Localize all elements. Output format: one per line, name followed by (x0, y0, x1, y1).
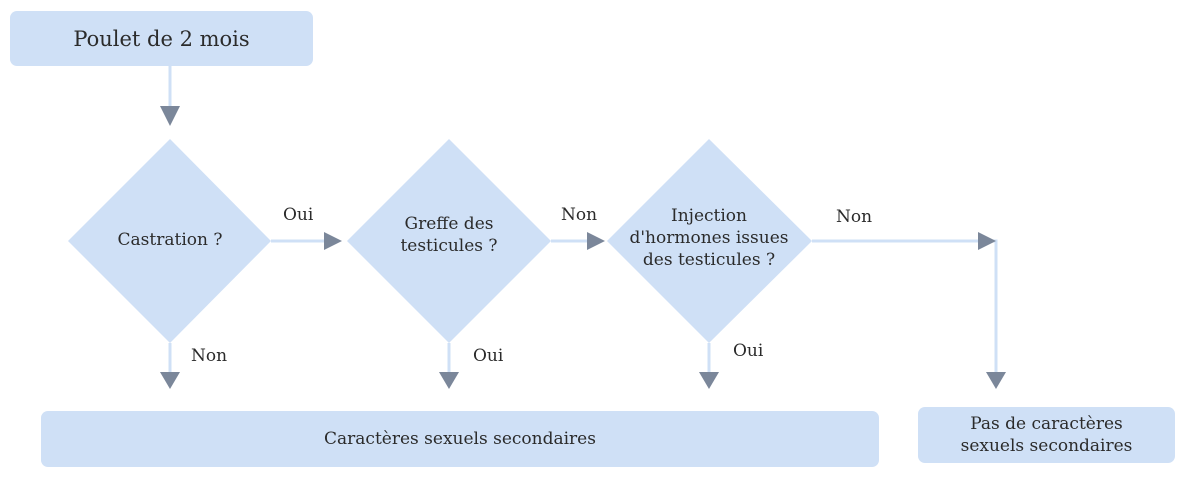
decision-injection-line2: d'hormones issues (629, 228, 789, 249)
edge-label-q1-to-q2: Oui (283, 205, 314, 225)
edge-label-q3-down: Oui (733, 341, 764, 361)
edge-label-q2-down: Oui (473, 346, 504, 366)
start-node: Poulet de 2 mois (10, 11, 313, 66)
arrow-q1-down (160, 372, 180, 389)
result-pas-de-caracteres: Pas de caractères sexuels secondaires (918, 407, 1175, 463)
decision-greffe (347, 139, 551, 343)
connector-corner-down (993, 239, 998, 374)
decision-injection-line3: des testicules ? (642, 250, 776, 271)
arrow-q3-right (978, 232, 996, 250)
arrow-start-to-q1 (160, 106, 180, 126)
arrow-q3-down (699, 372, 719, 389)
decision-injection (607, 139, 812, 343)
decision-greffe-line2: testicules ? (400, 236, 498, 257)
decision-greffe-line1: Greffe des (404, 214, 494, 234)
edge-label-q3-right: Non (836, 207, 873, 227)
arrow-q2-down (439, 372, 459, 389)
decision-castration (68, 139, 271, 343)
result-pas-line1: Pas de caractères (970, 413, 1123, 434)
arrow-to-q3 (587, 232, 605, 250)
arrow-to-q2 (324, 232, 342, 250)
arrowheads (160, 106, 1006, 389)
decision-greffe-label: Greffe des testicules ? (369, 213, 529, 257)
result-pas-line2: sexuels secondaires (960, 436, 1133, 456)
edge-label-q1-down: Non (191, 346, 228, 366)
arrow-to-result-no (986, 372, 1006, 389)
result-caracteres-label: Caractères sexuels secondaires (324, 429, 596, 449)
result-caracteres: Caractères sexuels secondaires (41, 411, 879, 467)
decision-castration-label: Castration ? (90, 229, 250, 251)
start-node-label: Poulet de 2 mois (73, 26, 250, 51)
edge-label-q2-to-q3: Non (561, 205, 598, 225)
decision-injection-label: Injection d'hormones issues des testicul… (619, 205, 799, 271)
decision-injection-line1: Injection (671, 206, 747, 226)
decision-castration-text: Castration ? (117, 230, 223, 250)
